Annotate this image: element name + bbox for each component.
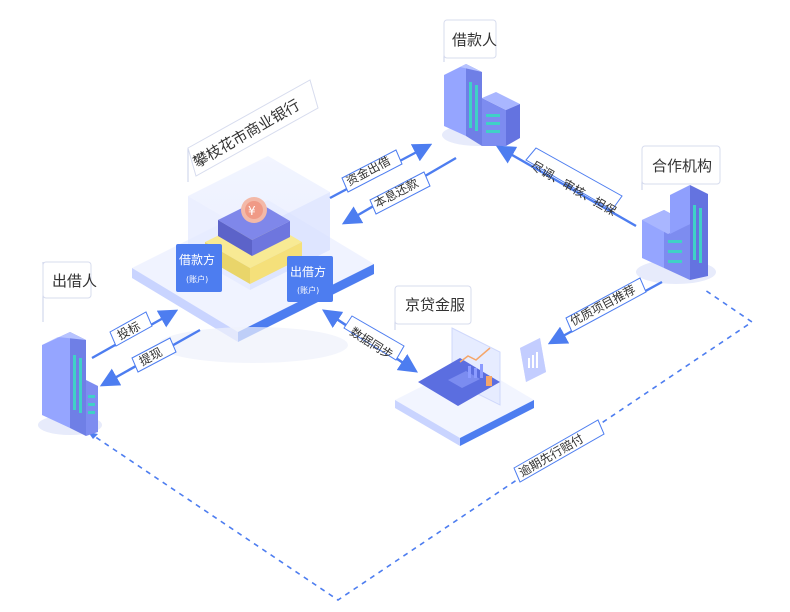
bank-platform: ¥ xyxy=(132,156,374,363)
lender-building xyxy=(38,332,102,436)
partner-building xyxy=(636,185,716,284)
creditor-account-sub: (账户) xyxy=(297,285,319,295)
jd-laptop xyxy=(395,327,534,446)
lender-label-tag: 出借人 xyxy=(42,261,97,322)
project-card-icon xyxy=(520,338,546,382)
partner-label-tag: 合作机构 xyxy=(641,145,721,190)
debtor-account-sub: (账户) xyxy=(186,274,208,284)
partner-label: 合作机构 xyxy=(652,157,712,175)
bank-label: 攀枝花市商业银行 xyxy=(190,96,303,172)
debtor-account-badge: 借款方 (账户) xyxy=(176,244,222,292)
overdue-compensation-flow: 逾期先行赔付 xyxy=(513,419,605,483)
coin-symbol: ¥ xyxy=(248,204,256,218)
borrower-label-tag: 借款人 xyxy=(443,19,497,62)
recommend-flow: 优质项目推荐 xyxy=(547,277,663,345)
jd-label: 京贷金服 xyxy=(405,296,465,314)
creditor-account-title: 出借方 xyxy=(290,264,326,279)
jd-label-tag: 京贷金服 xyxy=(394,285,472,330)
lender-label: 出借人 xyxy=(52,272,97,290)
borrower-building xyxy=(442,64,520,146)
recommend-label: 优质项目推荐 xyxy=(568,282,638,328)
debtor-account-title: 借款方 xyxy=(179,252,215,267)
creditor-account-badge: 出借方 (账户) xyxy=(287,256,333,302)
overdue-compensation-label: 逾期先行赔付 xyxy=(516,431,586,480)
due-diligence-flow: 尽调、审核、担保 xyxy=(495,145,637,228)
borrower-label: 借款人 xyxy=(452,31,497,49)
